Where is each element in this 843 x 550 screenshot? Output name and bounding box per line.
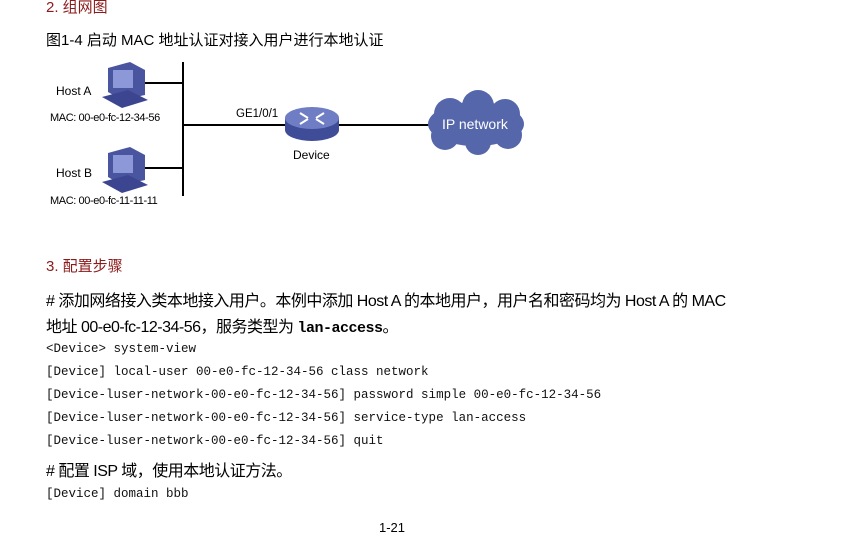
host-a-mac: MAC: 00-e0-fc-12-34-56 [50,112,160,124]
para-suffix: 。 [382,319,398,336]
bus-line [140,62,430,196]
section-heading-topology: 2. 组网图 [46,0,108,16]
figure-caption: 图1-4 启动 MAC 地址认证对接入用户进行本地认证 [46,32,384,49]
code-line: [Device] local-user 00-e0-fc-12-34-56 cl… [46,365,429,379]
host-a-computer-icon [102,62,148,108]
code-line: [Device-luser-network-00-e0-fc-12-34-56]… [46,434,384,448]
paragraph-isp-domain: # 配置 ISP 域，使用本地认证方法。 [46,463,292,480]
code-line: [Device-luser-network-00-e0-fc-12-34-56]… [46,388,602,402]
device-label: Device [293,148,330,162]
section-heading-steps: 3. 配置步骤 [46,258,123,275]
network-diagram [102,62,524,196]
cloud-label: IP network [442,116,508,132]
host-b-computer-icon [102,147,148,193]
paragraph-add-user-line2: 地址 00-e0-fc-12-34-56，服务类型为 lan-access。 [46,313,398,337]
code-line: [Device-luser-network-00-e0-fc-12-34-56]… [46,411,527,425]
keyword-lan-access: lan-access [297,320,383,337]
code-line: [Device] domain bbb [46,487,189,501]
device-switch-icon [285,107,339,141]
para-text: 地址 00-e0-fc-12-34-56，服务类型为 [46,319,298,336]
host-a-label: Host A [56,84,92,98]
port-label: GE1/0/1 [236,108,279,120]
host-b-label: Host B [56,166,93,180]
paragraph-add-user: # 添加网络接入类本地接入用户。本例中添加 Host A 的本地用户，用户名和密… [46,293,726,310]
code-line: <Device> system-view [46,342,197,356]
host-b-mac: MAC: 00-e0-fc-11-11-11 [50,195,158,207]
ip-network-cloud-icon [428,90,524,155]
page-number: 1-21 [379,520,406,535]
